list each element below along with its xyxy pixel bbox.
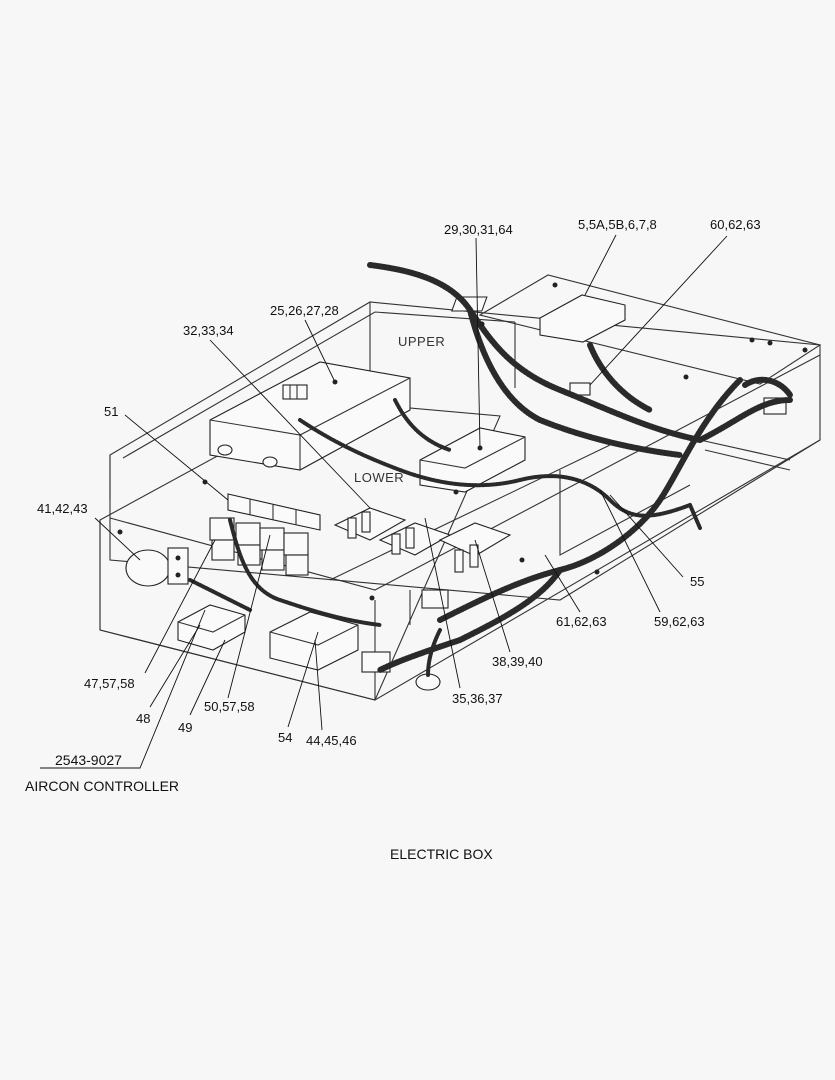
upper-label: UPPER (398, 334, 445, 349)
callout-label: 32,33,34 (183, 323, 234, 338)
callout-label: 59,62,63 (654, 614, 705, 629)
callout-label: 5,5A,5B,6,7,8 (578, 217, 657, 232)
upper-controller-module (209, 361, 411, 471)
callout-label: 54 (278, 730, 292, 745)
callout-label: 25,26,27,28 (270, 303, 339, 318)
label-panel-switches (227, 493, 321, 531)
callout-label: 29,30,31,64 (444, 222, 513, 237)
aircon-controller-box (177, 604, 246, 651)
buzzer-assembly (125, 547, 189, 587)
part-name: AIRCON CONTROLLER (25, 778, 179, 794)
callout-labels: 29,30,31,64 5,5A,5B,6,7,8 60,62,63 25,26… (37, 217, 761, 748)
callout-label: 60,62,63 (710, 217, 761, 232)
callout-label: 51 (104, 404, 118, 419)
callout-label: 35,36,37 (452, 691, 503, 706)
callout-label: 50,57,58 (204, 699, 255, 714)
callout-label: 44,45,46 (306, 733, 357, 748)
fuse-holders (333, 507, 512, 573)
callout-label: 47,57,58 (84, 676, 135, 691)
callout-label: 49 (178, 720, 192, 735)
callout-label: 48 (136, 711, 150, 726)
leader-lines (40, 234, 728, 769)
diagram-title: ELECTRIC BOX (390, 846, 493, 862)
bottom-module (269, 611, 359, 671)
fastener-dots (117, 282, 808, 601)
lower-label: LOWER (354, 470, 404, 485)
callout-label: 41,42,43 (37, 501, 88, 516)
relay-group (209, 517, 309, 576)
callout-label: 55 (690, 574, 704, 589)
callout-label: 61,62,63 (556, 614, 607, 629)
callout-label: 38,39,40 (492, 654, 543, 669)
part-number: 2543-9027 (55, 752, 122, 768)
wire-harnesses (188, 262, 793, 677)
